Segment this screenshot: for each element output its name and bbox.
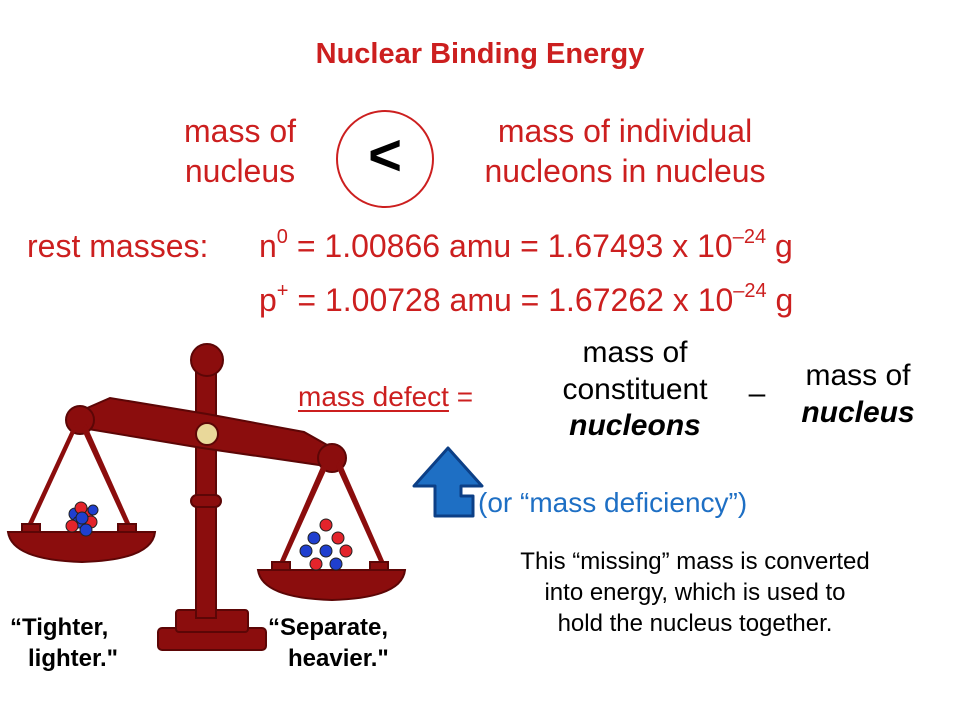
explanation-text: This “missing” mass is converted into en… — [520, 548, 870, 638]
right-pan-caption: “Separate, heavier." — [268, 614, 389, 673]
left-pan-caption: “Tighter, lighter." — [10, 614, 119, 673]
less-than-symbol: < — [368, 123, 402, 188]
mass-of-nucleus-term: mass of nucleus — [801, 359, 915, 429]
mass-defect-label: mass defect = — [298, 381, 474, 412]
mass-deficiency-note: (or “mass deficiency”) — [478, 487, 748, 518]
less-than-circle — [336, 110, 434, 208]
slide-title: Nuclear Binding Energy — [315, 38, 645, 70]
minus-sign: – — [748, 377, 766, 410]
rest-masses-label: rest masses: — [27, 228, 209, 264]
tight-nucleus-icon — [65, 501, 99, 537]
neutron-mass-equation: n0 = 1.00866 amu = 1.67493 x 10–24 g — [259, 226, 793, 264]
mass-of-nucleus-label: mass of nucleus — [183, 113, 297, 189]
proton-mass-equation: p+ = 1.00728 amu = 1.67262 x 10–24 g — [259, 280, 794, 318]
constituent-nucleons-term: mass of constituent nucleons — [562, 336, 708, 443]
individual-nucleons-label: mass of individual nucleons in nucleus — [484, 113, 766, 189]
separated-nucleons-icon — [299, 518, 353, 571]
